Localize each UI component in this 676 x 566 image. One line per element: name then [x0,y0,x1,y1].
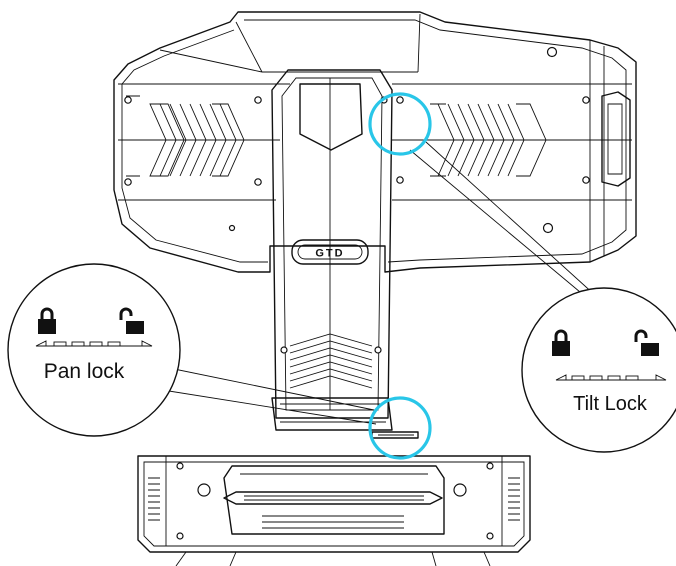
pan-lock-highlight [368,396,432,460]
tilt-lock-callout: Tilt Lock [521,287,676,453]
logo-text: GTD [315,248,344,260]
unlocked-padlock-icon [119,307,144,334]
base-vent-right [508,477,520,521]
locked-padlock-icon [38,307,56,334]
yoke-arm: GTD [271,69,393,431]
brand-logo: GTD [291,239,369,265]
head-screws [124,46,590,234]
leader-lines [139,141,597,425]
pan-lock-callout: Pan lock [7,263,181,437]
vent-left [149,103,245,177]
locked-padlock-icon [552,329,570,356]
fixture-base [137,455,531,566]
pan-lock-label: Pan lock [44,360,125,383]
base-handle [223,465,445,535]
tilt-lock-highlight [368,92,432,156]
yoke-vent [289,333,373,389]
unlocked-padlock-icon [634,329,659,356]
tilt-lock-label: Tilt Lock [573,393,648,415]
fixture-head [113,11,637,273]
pan-lock-lever [371,431,419,439]
base-vent-left [148,477,160,521]
slide-direction-icon [35,340,153,347]
slide-direction-icon [555,374,667,381]
vent-right [430,103,547,177]
